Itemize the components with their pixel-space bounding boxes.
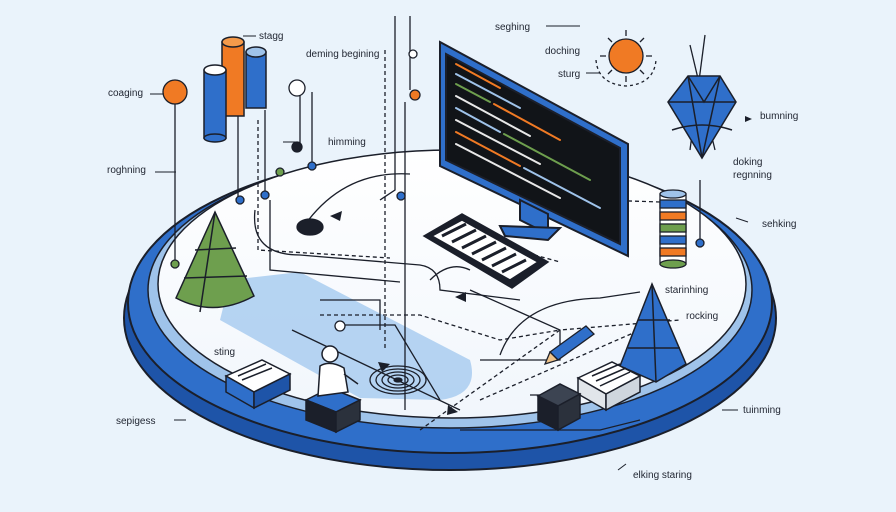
label-coaging: coaging xyxy=(108,88,144,99)
label-seghing: seghing xyxy=(495,22,531,33)
label-sehking: sehking xyxy=(762,219,797,230)
label-roghning: roghning xyxy=(107,165,146,176)
label-rocking: rocking xyxy=(686,311,719,322)
gem-icon xyxy=(667,75,737,160)
disk-stack-icon xyxy=(659,189,687,269)
connector-lines xyxy=(174,16,716,431)
pencil-icon xyxy=(543,325,595,366)
code-lines xyxy=(455,63,601,209)
sun-icon xyxy=(595,30,657,87)
keyboard-icon xyxy=(422,213,550,289)
label-stagg: stagg xyxy=(259,31,284,42)
label-elking-staring: elking staring xyxy=(633,470,692,481)
book-icon xyxy=(224,359,292,410)
target-icon xyxy=(369,365,427,395)
label-sturg: sturg xyxy=(558,69,581,80)
callout-leaders xyxy=(150,25,749,471)
label-doking: doking xyxy=(733,157,763,168)
label-sepigess: sepigess xyxy=(116,416,156,427)
label-sting: sting xyxy=(214,347,236,358)
label-deming-begining: deming begining xyxy=(306,49,380,60)
cube-icon xyxy=(536,383,582,432)
pyramid-icon xyxy=(619,282,687,383)
cylinder-icon xyxy=(203,36,267,143)
label-regnning: regnning xyxy=(733,170,772,181)
label-starinhing: starinhing xyxy=(665,285,709,296)
person-icon xyxy=(304,345,362,434)
label-himming: himming xyxy=(328,137,366,148)
cone-icon xyxy=(175,210,255,313)
arrow-heads xyxy=(330,116,752,415)
label-doching: doching xyxy=(545,46,581,57)
document-box-icon xyxy=(576,361,642,412)
label-bumning: bumning xyxy=(760,111,799,122)
label-tuinming: tuinming xyxy=(743,405,781,416)
